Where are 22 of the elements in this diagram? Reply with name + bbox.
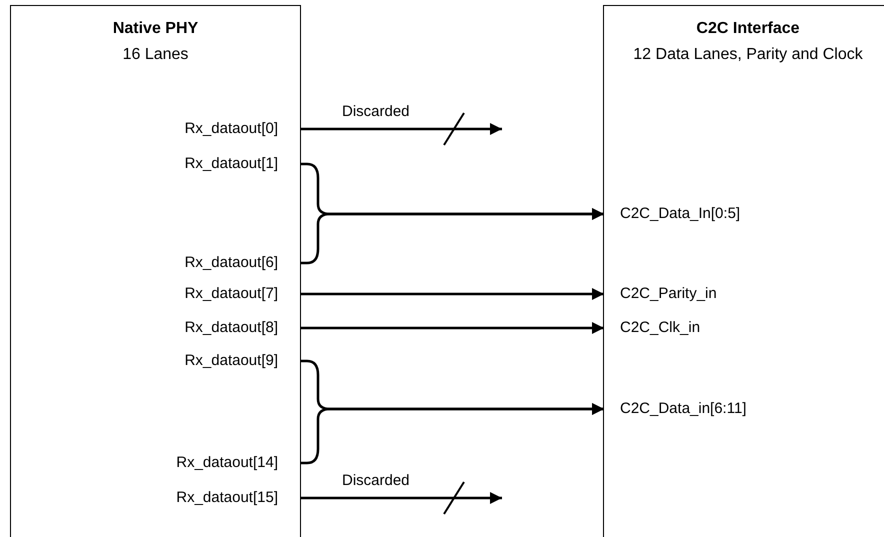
- signal-name: C2C_Parity_in: [604, 285, 717, 303]
- block-subtitle: 16 Lanes: [122, 46, 190, 64]
- signal-name: Rx_dataout[0]: [184, 120, 300, 138]
- arrow: [300, 322, 604, 334]
- signal-name: Rx_dataout[1]: [184, 155, 300, 173]
- signal-name: Rx_dataout[9]: [184, 352, 300, 370]
- signal-name: C2C_Data_in[6:11]: [604, 400, 746, 418]
- signal-name: C2C_Data_In[0:5]: [604, 205, 740, 223]
- signal-name: Rx_dataout[6]: [184, 254, 300, 272]
- arrow: [300, 123, 502, 135]
- signal-name: Rx_dataout[8]: [184, 319, 300, 337]
- arrow: [300, 288, 604, 300]
- signal-name: Rx_dataout[14]: [176, 454, 300, 472]
- block-title: Native PHY: [112, 20, 200, 38]
- signal-name: Rx_dataout[15]: [176, 489, 300, 507]
- signal-name: C2C_Clk_in: [604, 319, 700, 337]
- block-subtitle: 12 Data Lanes, Parity and Clock: [632, 46, 864, 64]
- block-box: [10, 5, 301, 537]
- block-title: C2C Interface: [695, 20, 801, 38]
- block-box: [603, 5, 884, 537]
- signal-name: Rx_dataout[7]: [184, 285, 300, 303]
- arrow: [300, 492, 502, 504]
